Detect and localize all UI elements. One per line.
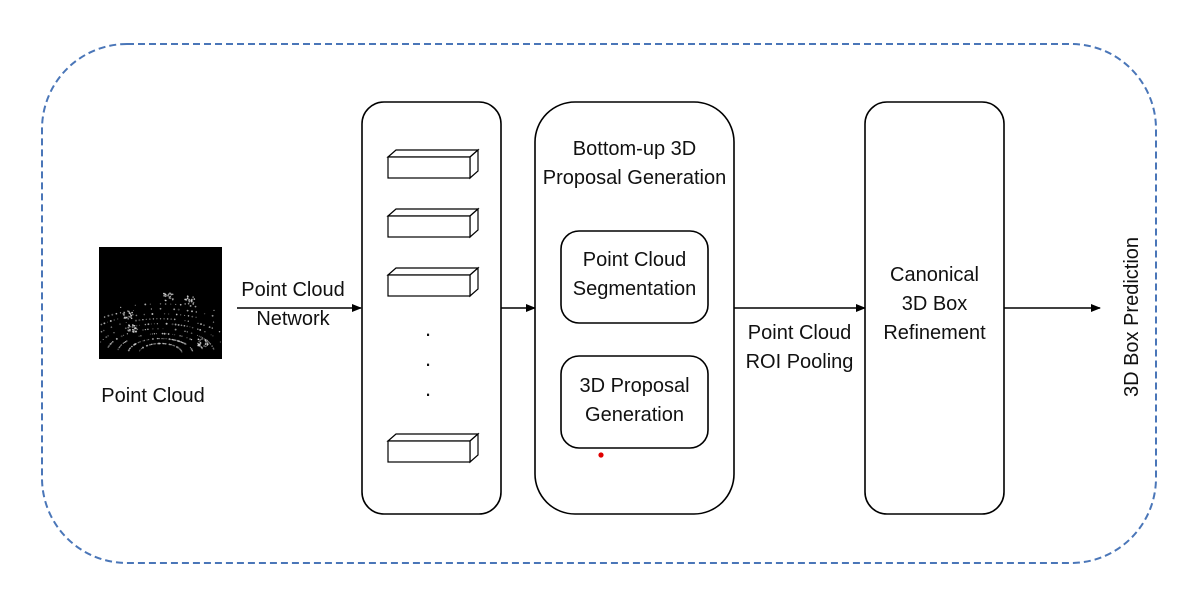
proposal-label-line2: Generation	[585, 404, 684, 426]
stage1-title-line2: Proposal Generation	[542, 167, 727, 189]
pooling-arrow-label-line1: Point Cloud	[747, 322, 852, 344]
stage2-label-line2: 3D Box	[901, 293, 968, 315]
segmentation-label-line2: Segmentation	[572, 278, 697, 300]
proposal-box	[560, 355, 709, 449]
pooling-arrow-label-line2: ROI Pooling	[745, 351, 854, 373]
ellipsis-dot: .	[425, 346, 432, 371]
network-arrow-label-line2: Network	[256, 308, 330, 330]
segmentation-box	[560, 230, 709, 324]
proposal-label-line1: 3D Proposal	[579, 375, 690, 397]
stage2-label-line3: Refinement	[883, 322, 986, 344]
network-arrow-label-line1: Point Cloud	[241, 279, 345, 301]
feature-slab	[386, 207, 480, 239]
stage2-label-line1: Canonical	[890, 264, 979, 286]
feature-slab	[386, 432, 480, 464]
outer-dashed-container	[41, 43, 1157, 564]
ellipsis-dot: .	[425, 316, 432, 341]
output-label: 3D Box Prediction	[1121, 236, 1143, 398]
input-label: Point Cloud	[101, 385, 205, 407]
point-cloud-image	[99, 247, 222, 359]
ellipsis-dot: .	[425, 376, 432, 401]
red-dot-marker	[598, 452, 604, 458]
feature-slab	[386, 266, 480, 298]
segmentation-label-line1: Point Cloud	[582, 249, 687, 271]
stage1-title-line1: Bottom-up 3D	[572, 138, 697, 160]
feature-slab	[386, 148, 480, 180]
